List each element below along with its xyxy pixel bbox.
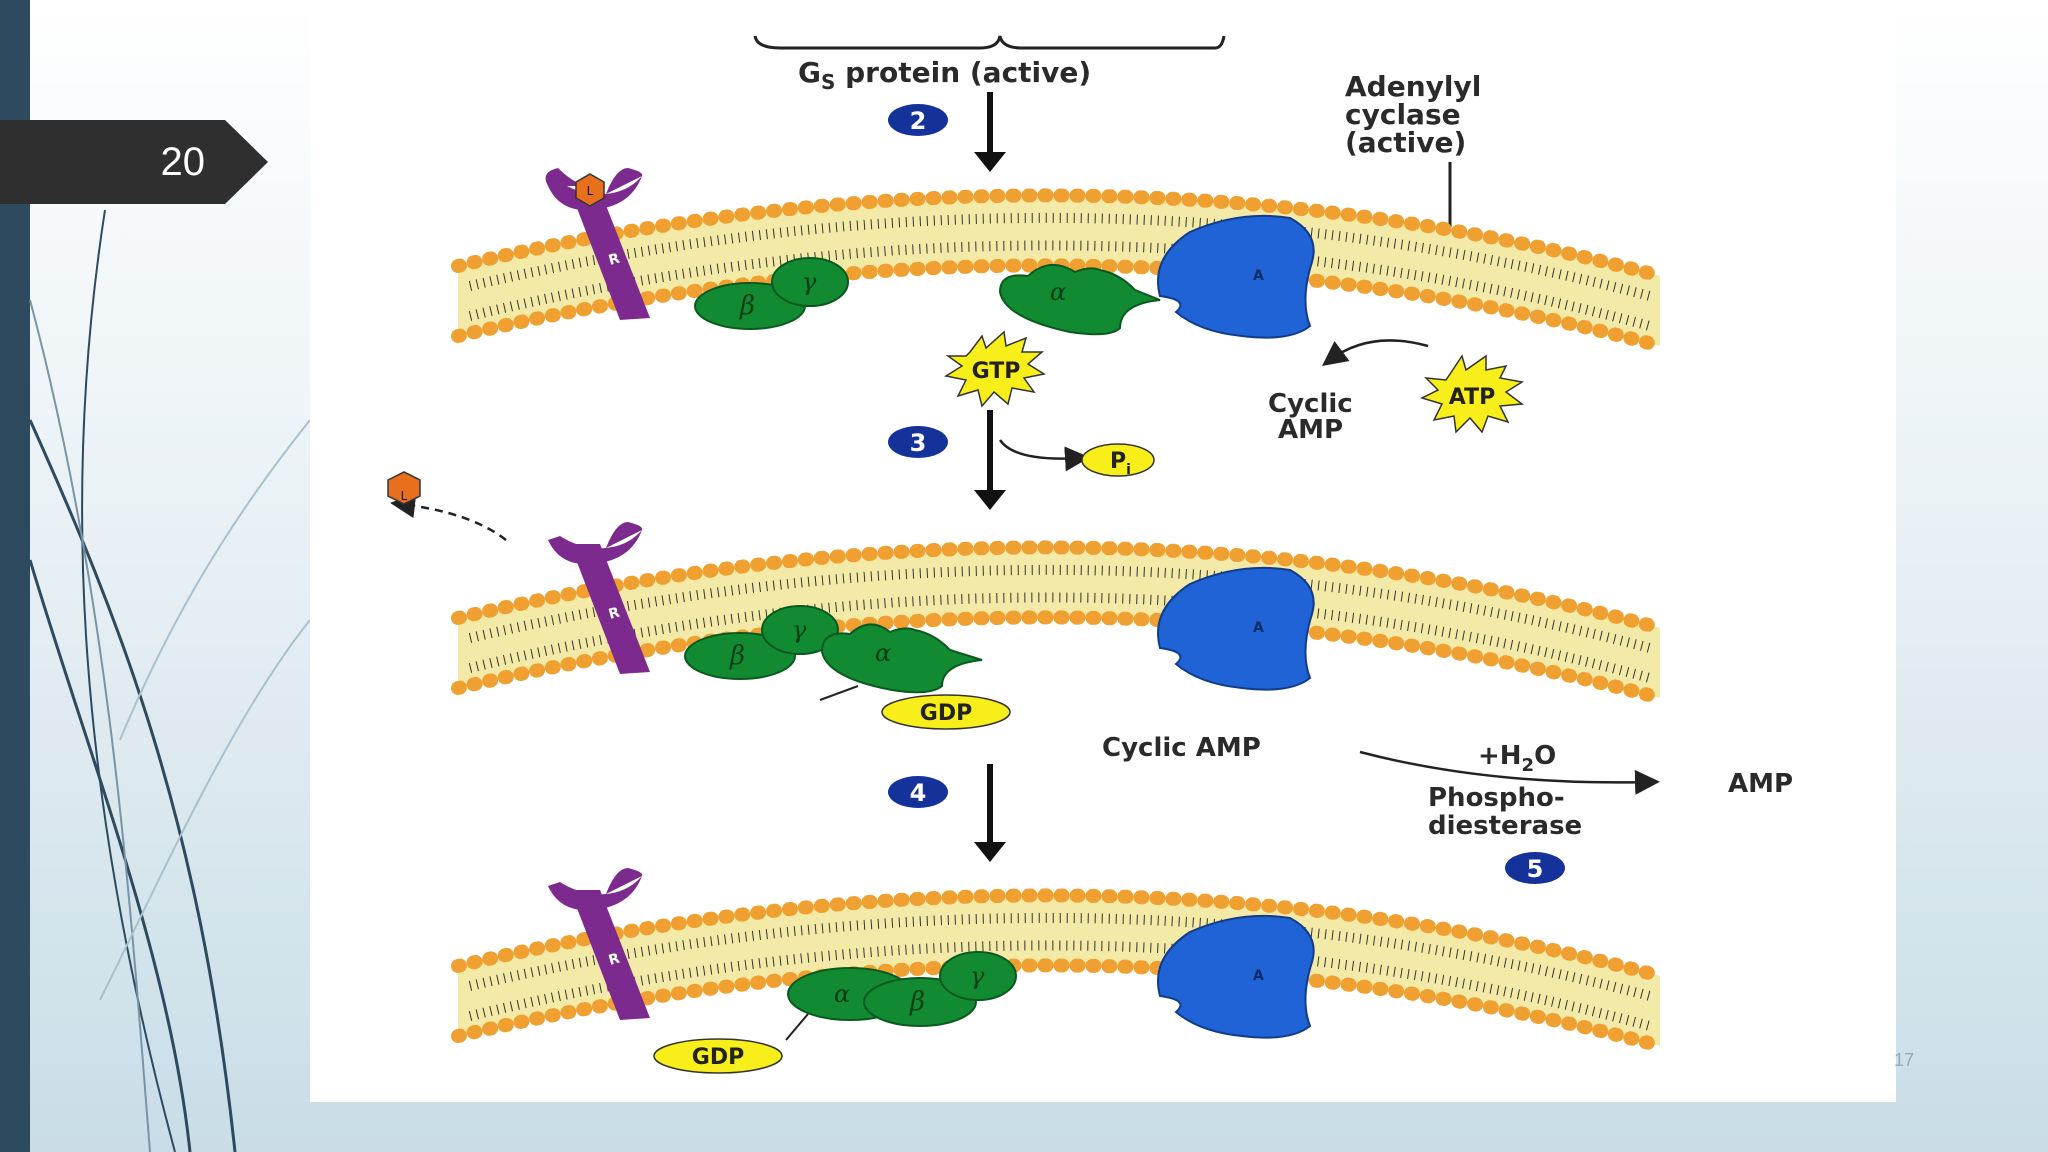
- svg-text:γ: γ: [792, 616, 807, 644]
- svg-text:A: A: [1253, 268, 1264, 284]
- ligand-2: L: [387, 471, 421, 505]
- step-arrow-3: [974, 410, 1006, 510]
- cyclic-amp-1-line2: AMP: [1278, 415, 1343, 445]
- svg-text:Pi: Pi: [1110, 449, 1131, 478]
- step-badge-3: 3: [888, 426, 948, 458]
- cyclic-amp-1-line1: Cyclic: [1268, 389, 1353, 419]
- phosphate: Pi: [1081, 443, 1155, 478]
- cyclic-amp-label: Cyclic AMP: [1102, 733, 1261, 763]
- step-arrow-4: [974, 764, 1006, 862]
- svg-text:γ: γ: [802, 268, 817, 296]
- atp-star: ATP: [1419, 354, 1525, 434]
- svg-text:GDP: GDP: [920, 701, 972, 726]
- svg-text:GTP: GTP: [972, 359, 1021, 384]
- alpha-1: α: [998, 264, 1161, 336]
- adenylyl-cyclase-3: A: [1157, 914, 1315, 1039]
- gdp-2-link: [819, 685, 859, 701]
- amp-label: AMP: [1728, 769, 1793, 799]
- svg-text:4: 4: [910, 779, 927, 807]
- gs-protein-label: GS protein (active): [798, 56, 1091, 94]
- svg-text:A: A: [1253, 620, 1264, 636]
- svg-text:5: 5: [1527, 855, 1544, 883]
- top-brace: [753, 35, 1226, 50]
- phosphodiesterase-line2: diesterase: [1428, 811, 1582, 841]
- svg-text:γ: γ: [970, 962, 985, 990]
- receptor-3: R: [548, 868, 650, 1020]
- membrane-panel-3: [451, 888, 1667, 1053]
- alpha-2: α: [820, 623, 983, 694]
- receptor-1: R: [545, 168, 650, 320]
- svg-text:R: R: [607, 251, 622, 269]
- membrane-panel-2: [451, 540, 1667, 705]
- adenylyl-label-line3: (active): [1345, 126, 1466, 159]
- beta-gamma-2: β γ: [684, 605, 839, 680]
- gdp-3-link: [785, 1013, 809, 1041]
- gdp-2: GDP: [881, 694, 1011, 730]
- svg-text:α: α: [875, 639, 891, 667]
- ligand-1: L: [575, 173, 605, 207]
- gdp-3: GDP: [653, 1038, 783, 1074]
- signaling-diagram: GS protein (active) Adenylyl cyclase (ac…: [310, 0, 1896, 1102]
- adenylyl-cyclase-1: A: [1157, 214, 1315, 339]
- svg-text:L: L: [587, 184, 594, 198]
- svg-text:2: 2: [910, 107, 927, 135]
- g-protein-trimer-3: α β γ: [787, 951, 1017, 1027]
- adenylyl-label-line2: cyclase: [1345, 98, 1461, 131]
- svg-text:α: α: [834, 980, 850, 1008]
- step-arrow-2: [974, 92, 1006, 172]
- adenylyl-cyclase-2: A: [1157, 566, 1315, 691]
- svg-text:α: α: [1050, 278, 1066, 306]
- svg-text:3: 3: [910, 429, 927, 457]
- decorative-curves: [28, 209, 311, 1152]
- water-label: +H2O: [1478, 741, 1556, 776]
- svg-text:L: L: [401, 489, 408, 503]
- beta-gamma-1: β γ: [694, 257, 849, 330]
- svg-text:β: β: [729, 641, 745, 671]
- adenylyl-label-line1: Adenylyl: [1345, 70, 1481, 103]
- svg-text:R: R: [607, 951, 622, 969]
- step-badge-2: 2: [888, 104, 948, 136]
- hydrolysis-arrow: [1359, 750, 1660, 795]
- gtp-star: GTP: [944, 330, 1046, 408]
- pi-arrow: [998, 439, 1090, 472]
- corner-slide-number: 17: [1894, 1050, 1915, 1070]
- step-badge-5: 5: [1505, 852, 1565, 884]
- svg-text:β: β: [909, 987, 925, 1017]
- svg-text:β: β: [739, 291, 755, 321]
- svg-text:ATP: ATP: [1449, 385, 1495, 410]
- slide-number-tab: [0, 120, 268, 204]
- svg-text:GDP: GDP: [692, 1045, 744, 1070]
- phosphodiesterase-line1: Phospho-: [1428, 783, 1565, 813]
- receptor-2: R: [548, 522, 650, 674]
- svg-text:R: R: [607, 605, 622, 623]
- ligand-release-arrow: [390, 493, 507, 541]
- atp-to-camp-arrow: [1321, 339, 1429, 366]
- svg-text:A: A: [1253, 968, 1264, 984]
- step-badge-4: 4: [888, 776, 948, 808]
- slide-number: 20: [160, 140, 206, 184]
